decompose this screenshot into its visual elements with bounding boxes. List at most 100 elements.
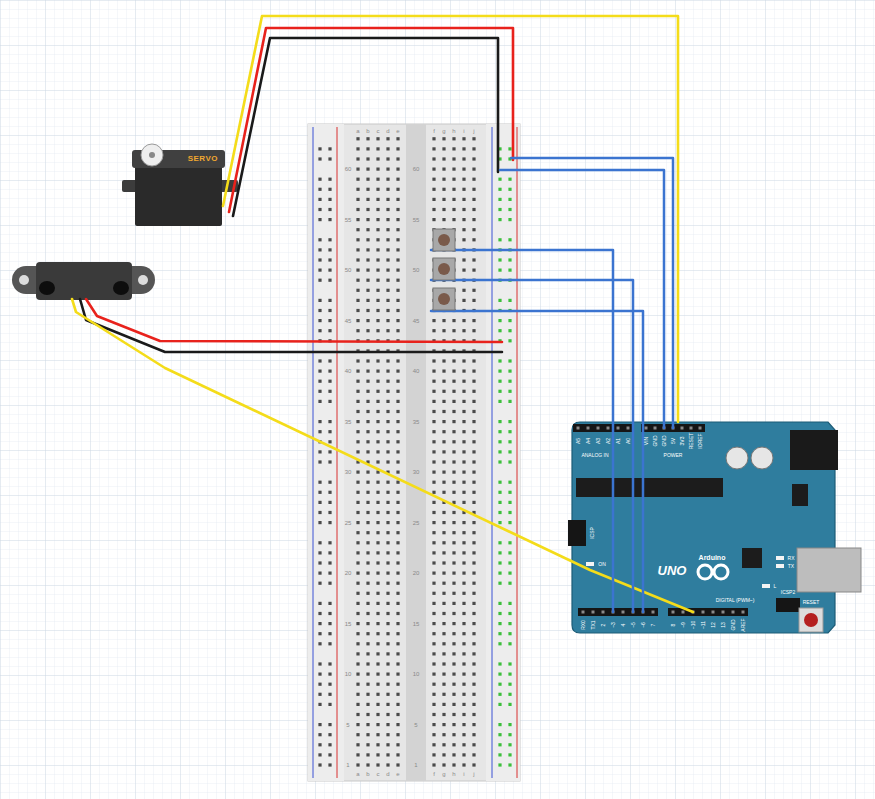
breadboard-hole [366, 501, 369, 504]
breadboard-hole [328, 551, 331, 554]
breadboard-hole [328, 329, 331, 332]
breadboard-hole [318, 602, 321, 605]
breadboard-hole [396, 612, 399, 615]
breadboard-hole [508, 299, 511, 302]
breadboard-hole [356, 450, 359, 453]
wire [431, 311, 643, 612]
breadboard-hole [356, 279, 359, 282]
breadboard-hole [452, 723, 455, 726]
breadboard-hole [442, 491, 445, 494]
breadboard-hole [396, 238, 399, 241]
breadboard-hole [366, 703, 369, 706]
breadboard-hole [472, 218, 475, 221]
breadboard-hole [386, 632, 389, 635]
breadboard-hole [318, 450, 321, 453]
breadboard-hole [376, 632, 379, 635]
breadboard-hole [462, 713, 465, 716]
breadboard-hole [462, 743, 465, 746]
breadboard-hole [462, 521, 465, 524]
breadboard-hole [432, 511, 435, 514]
wires [72, 28, 693, 612]
breadboard-hole [318, 521, 321, 524]
breadboard-hole [452, 753, 455, 756]
breadboard-hole [432, 642, 435, 645]
breadboard-hole [508, 258, 511, 261]
breadboard-hole [396, 309, 399, 312]
board-label: RX [788, 556, 795, 561]
breadboard-hole [452, 592, 455, 595]
pin-header [578, 608, 658, 616]
breadboard-hole [432, 582, 435, 585]
breadboard-hole [442, 551, 445, 554]
breadboard-hole [366, 198, 369, 201]
power-rail [308, 124, 344, 781]
breadboard-hole [508, 178, 511, 181]
breadboard-hole [472, 269, 475, 272]
breadboard-hole [498, 541, 501, 544]
pin-label: ~9 [681, 622, 686, 628]
breadboard-hole [366, 733, 369, 736]
column-letter: f [433, 128, 435, 134]
breadboard-hole [442, 359, 445, 362]
breadboard-hole [472, 551, 475, 554]
breadboard-hole [396, 430, 399, 433]
breadboard-hole [366, 632, 369, 635]
breadboard-hole [396, 471, 399, 474]
header-pin [702, 611, 705, 614]
breadboard-hole [366, 450, 369, 453]
breadboard-hole [508, 370, 511, 373]
breadboard-hole [366, 572, 369, 575]
breadboard-hole [386, 460, 389, 463]
row-number: 25 [413, 520, 420, 526]
breadboard-hole [328, 703, 331, 706]
breadboard-hole [318, 763, 321, 766]
breadboard-hole [318, 390, 321, 393]
breadboard-hole [328, 188, 331, 191]
breadboard-hole [376, 258, 379, 261]
breadboard-hole [356, 551, 359, 554]
capacitor [726, 447, 748, 469]
breadboard-hole [376, 612, 379, 615]
row-number: 30 [413, 469, 420, 475]
breadboard-hole [376, 390, 379, 393]
breadboard-hole [432, 652, 435, 655]
breadboard-hole [328, 460, 331, 463]
breadboard-hole [462, 430, 465, 433]
breadboard-hole [376, 188, 379, 191]
breadboard-hole [462, 652, 465, 655]
breadboard-hole [508, 380, 511, 383]
breadboard-hole [318, 683, 321, 686]
breadboard-hole [328, 238, 331, 241]
breadboard-hole [376, 420, 379, 423]
breadboard-hole [442, 572, 445, 575]
rail-line [313, 127, 314, 778]
breadboard-hole [508, 521, 511, 524]
row-number: 40 [413, 368, 420, 374]
breadboard-hole [472, 572, 475, 575]
breadboard-hole [366, 168, 369, 171]
breadboard-hole [452, 763, 455, 766]
header-label: ANALOG IN [581, 453, 608, 458]
breadboard-hole [432, 723, 435, 726]
row-number: 40 [345, 368, 352, 374]
breadboard-hole [396, 400, 399, 403]
breadboard-hole [432, 400, 435, 403]
breadboard-hole [328, 380, 331, 383]
breadboard-hole [396, 592, 399, 595]
breadboard-hole [356, 662, 359, 665]
breadboard-hole [318, 622, 321, 625]
header-pin [582, 611, 585, 614]
column-letter: e [396, 128, 399, 134]
breadboard-hole [356, 481, 359, 484]
breadboard-hole [328, 450, 331, 453]
breadboard-hole [442, 329, 445, 332]
breadboard-hole [432, 471, 435, 474]
board-label: RESET [803, 600, 820, 605]
breadboard-hole [432, 612, 435, 615]
breadboard-hole [396, 450, 399, 453]
breadboard-hole [386, 763, 389, 766]
breadboard-hole [366, 471, 369, 474]
breadboard-hole [318, 551, 321, 554]
breadboard-hole [386, 430, 389, 433]
